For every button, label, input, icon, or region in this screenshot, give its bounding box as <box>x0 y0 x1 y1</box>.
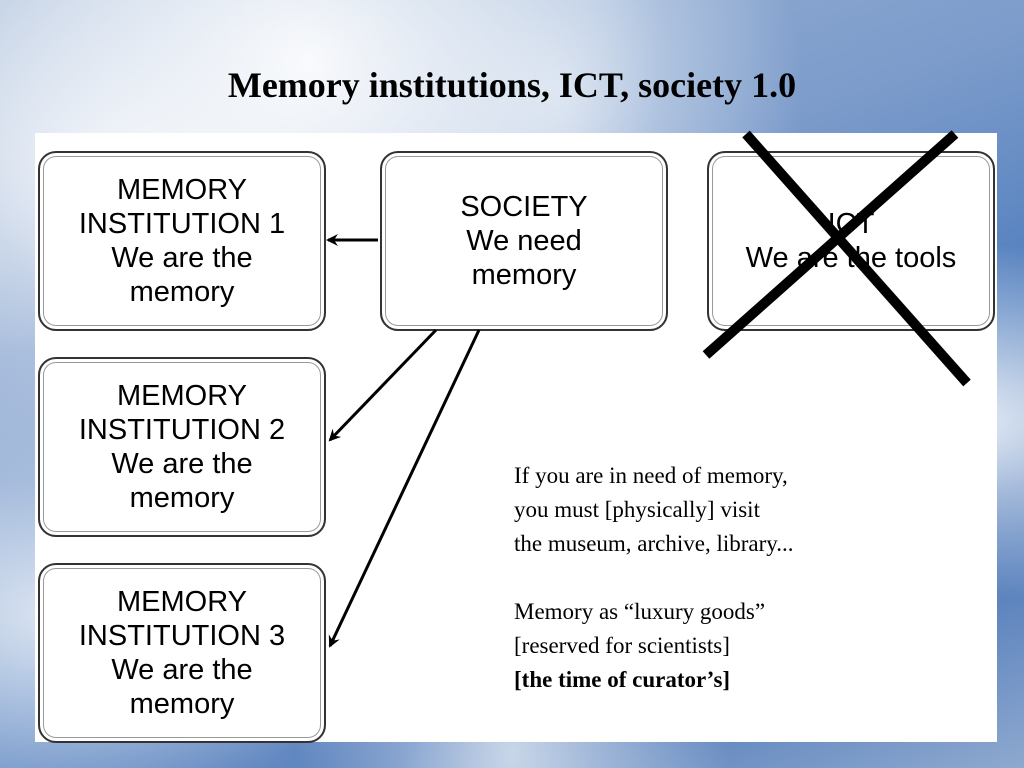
memory-institution-3-label: MEMORY INSTITUTION 3 We are the memory <box>78 586 286 720</box>
note-line-6: [the time of curator’s] <box>514 667 731 692</box>
explanation-text: If you are in need of memory, you must [… <box>514 459 954 697</box>
note-line-5: [reserved for scientists] <box>514 633 730 658</box>
note-line-2: you must [physically] visit <box>514 497 760 522</box>
ict-box: ICT We are the tools <box>707 151 995 331</box>
memory-institution-2-label: MEMORY INSTITUTION 2 We are the memory <box>78 380 286 514</box>
note-line-3: the museum, archive, library... <box>514 531 794 556</box>
memory-institution-2-box: MEMORY INSTITUTION 2 We are the memory <box>38 357 326 537</box>
arrow-society-to-institution-2 <box>328 328 438 442</box>
memory-institution-1-box: MEMORY INSTITUTION 1 We are the memory <box>38 151 326 331</box>
society-label: SOCIETY We need memory <box>460 191 588 291</box>
society-box: SOCIETY We need memory <box>380 151 668 331</box>
memory-institution-3-box: MEMORY INSTITUTION 3 We are the memory <box>38 563 326 743</box>
slide-title: Memory institutions, ICT, society 1.0 <box>227 65 797 105</box>
note-line-4: Memory as “luxury goods” <box>514 599 766 624</box>
memory-institution-1-label: MEMORY INSTITUTION 1 We are the memory <box>78 174 286 308</box>
arrow-society-to-institution-3 <box>328 329 481 648</box>
note-line-1: If you are in need of memory, <box>514 463 788 488</box>
cross-out-mark <box>702 130 971 387</box>
